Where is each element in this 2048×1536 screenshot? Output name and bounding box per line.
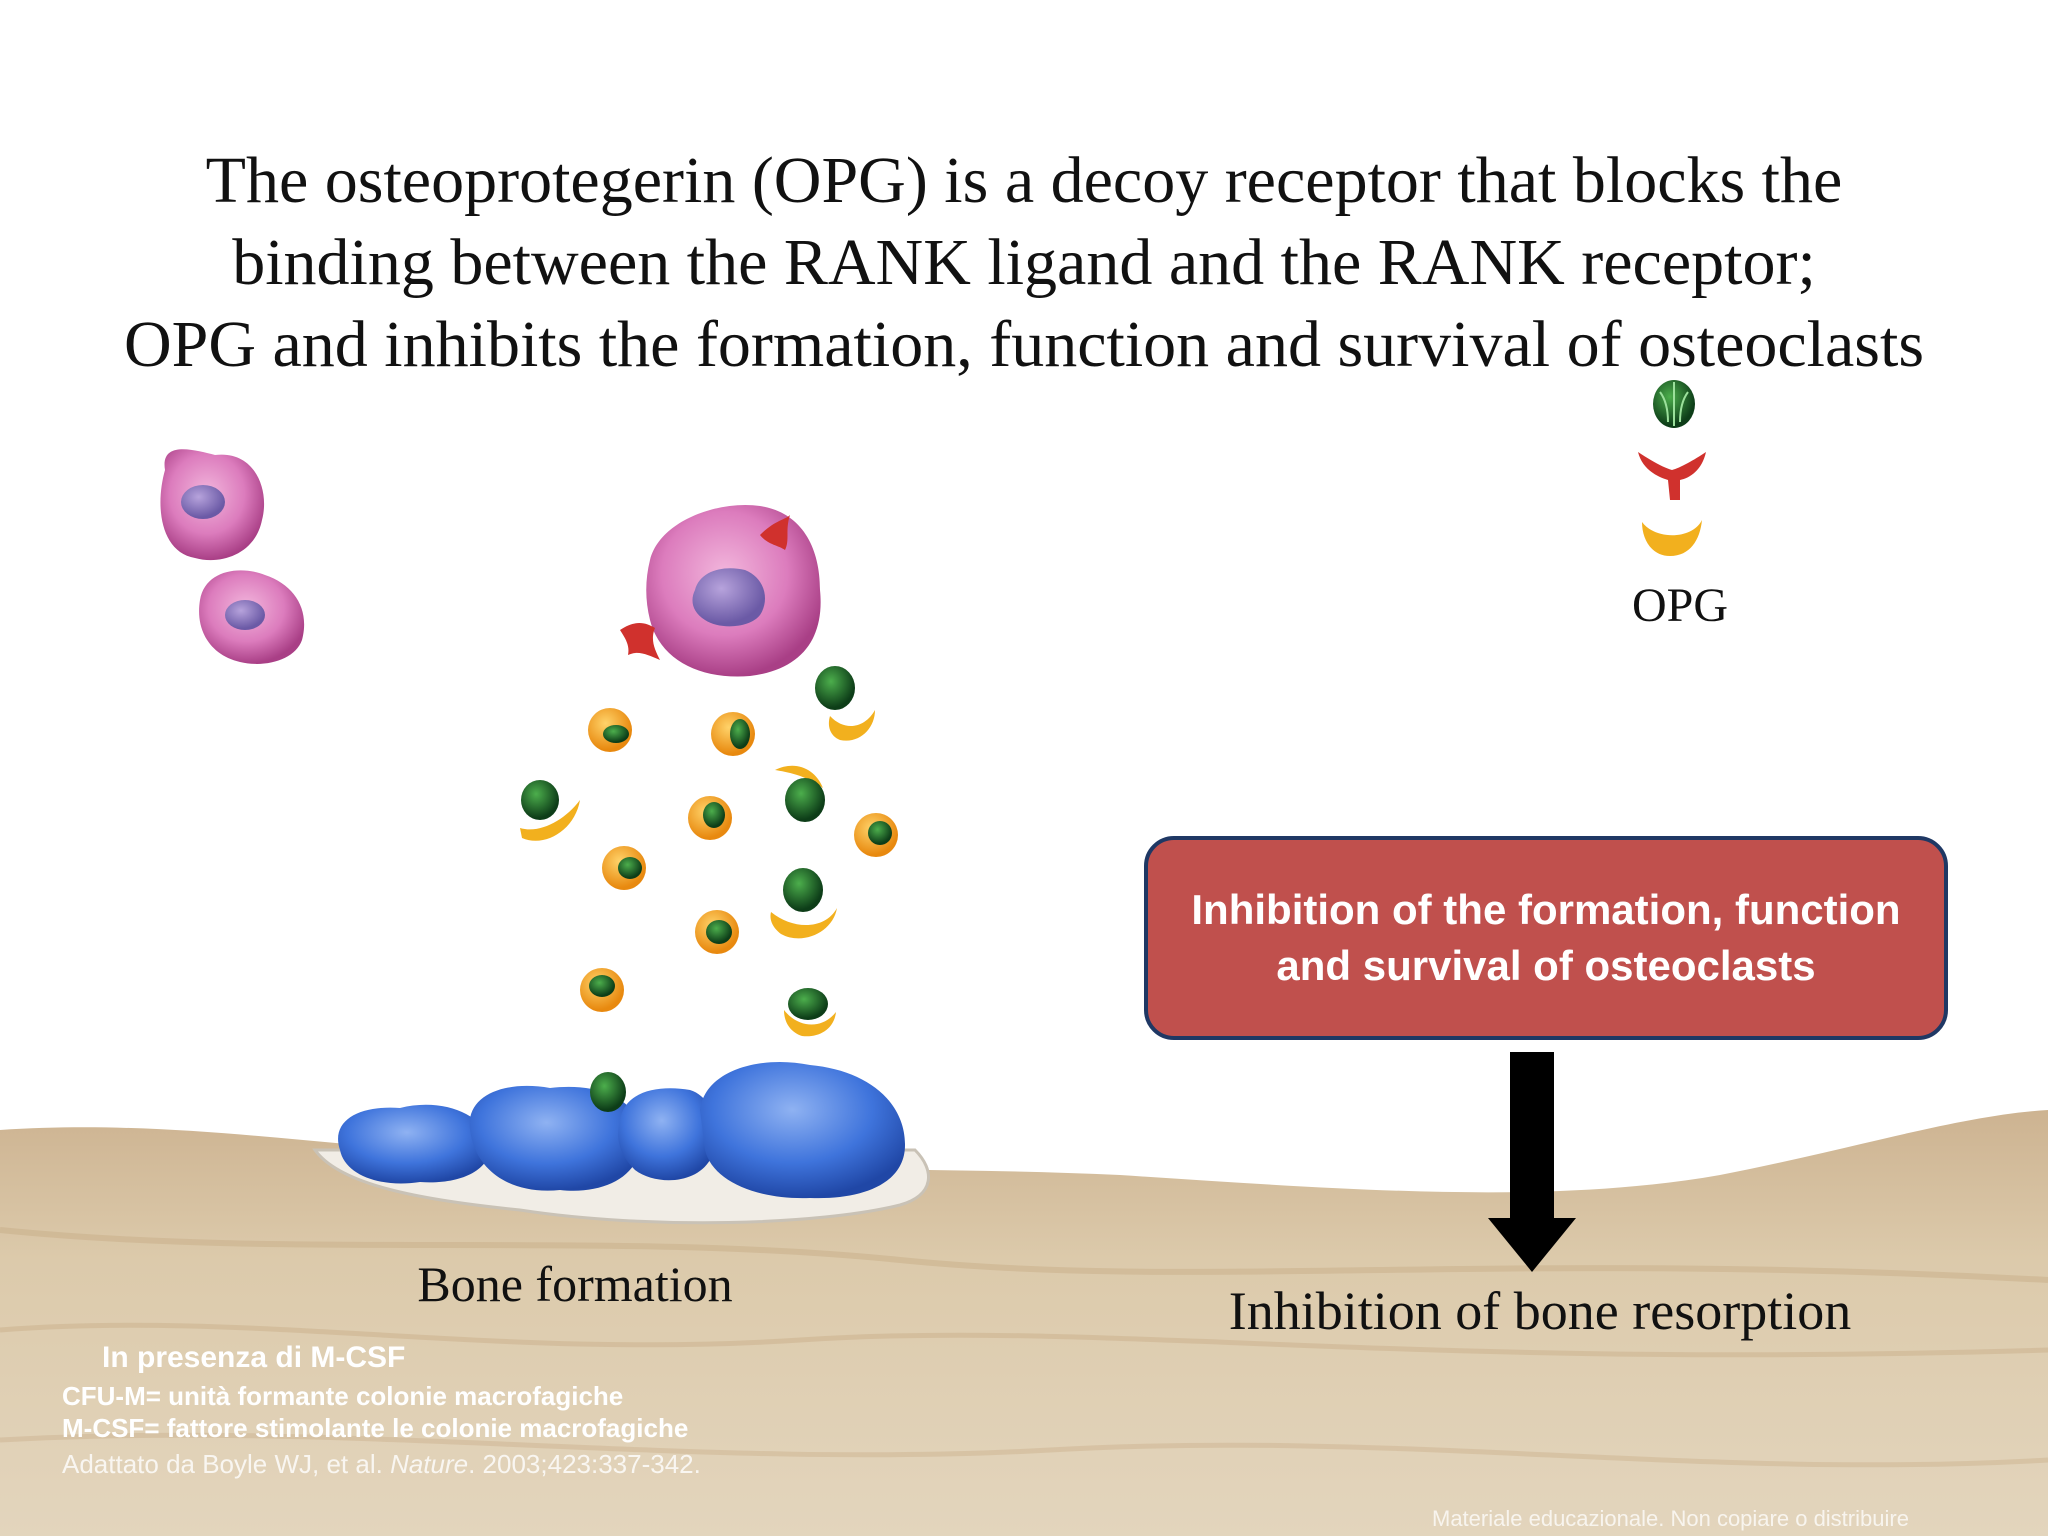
bone-resorption-label: Inhibition of bone resorption [1228,1281,1852,1341]
mcsf-definition: M-CSF= fattore stimolante le colonie mac… [62,1413,689,1443]
watermark: Materiale educazionale. Non copiare o di… [1432,1506,1909,1531]
legend-opg-icon [1642,520,1702,556]
opg-legend-label: OPG [1631,579,1729,632]
down-arrow-icon [1488,1218,1576,1272]
slide-title: The osteoprotegerin (OPG) is a decoy rec… [40,140,2008,386]
citation-suffix: . 2003;423:337-342. [468,1449,701,1479]
citation-journal: Nature [390,1449,469,1479]
osteoblast-cluster [338,1062,905,1199]
cfum-definition: CFU-M= unità formante colonie macrofagic… [62,1381,624,1411]
citation-prefix: Adattato da Boyle WJ, et al. [62,1449,391,1479]
legend-rank-icon [1638,452,1706,500]
precursor-cell-large [620,504,821,677]
down-arrow-shaft [1510,1052,1554,1220]
mcsf-header: In presenza di M-CSF [102,1341,406,1374]
citation: Adattato da Boyle WJ, et al. Nature. 200… [62,1444,701,1484]
legend-rankl-icon [1653,380,1695,428]
footnotes: In presenza di M-CSF CFU-M= unità forman… [62,1336,701,1484]
precursor-cell-1 [160,449,265,561]
inhibition-box: Inhibition of the formation, function an… [1144,836,1948,1040]
inhibition-box-line-2: and survival of osteoclasts [1276,942,1816,989]
precursor-cell-2 [199,570,305,664]
title-line-1: The osteoprotegerin (OPG) is a decoy rec… [205,144,1843,217]
inhibition-box-line-1: Inhibition of the formation, function [1191,886,1901,933]
bone-formation-label: Bone formation [417,1256,733,1312]
rankl-opg-complexes [520,666,898,1112]
title-line-2: binding between the RANK ligand and the … [232,226,1816,299]
title-line-3: OPG and inhibits the formation, function… [123,308,1925,381]
